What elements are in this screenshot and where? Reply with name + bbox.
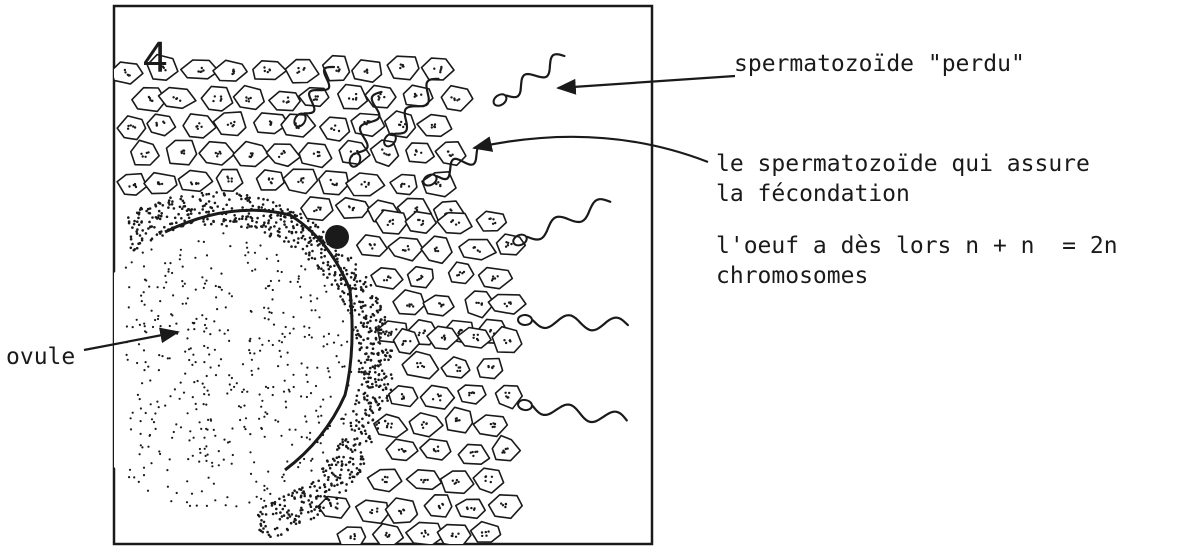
corona-cell bbox=[473, 415, 507, 436]
corona-cell bbox=[147, 114, 176, 136]
corona-cell bbox=[299, 143, 332, 168]
sperm-tail bbox=[507, 54, 565, 97]
corona-cell bbox=[473, 468, 503, 493]
corona-cell bbox=[402, 352, 438, 379]
corona-cell bbox=[393, 290, 425, 315]
panel-number: 4 bbox=[143, 36, 167, 80]
fertilizing-sperm-arrow bbox=[474, 137, 708, 162]
corona-cell bbox=[441, 471, 474, 493]
lost-sperm-arrow bbox=[558, 76, 735, 88]
fertilizing-sperm-head bbox=[325, 225, 349, 249]
corona-cell bbox=[117, 116, 145, 140]
sperm-head bbox=[517, 399, 532, 411]
corona-cell bbox=[301, 197, 333, 220]
sperm-tail bbox=[527, 199, 610, 239]
corona-cell bbox=[408, 267, 434, 288]
corona-cell bbox=[422, 58, 455, 80]
corona-cell bbox=[266, 144, 300, 166]
corona-cell bbox=[449, 262, 474, 283]
ovum-label: ovule bbox=[6, 343, 75, 372]
corona-cell bbox=[338, 85, 368, 109]
corona-cell bbox=[346, 173, 385, 196]
sperm-tail bbox=[533, 315, 628, 330]
corona-cell bbox=[388, 238, 423, 261]
corona-cell bbox=[376, 210, 408, 234]
corona-cell bbox=[339, 141, 370, 165]
corona-cell bbox=[131, 140, 159, 165]
corona-cell bbox=[488, 295, 526, 315]
corona-cell bbox=[476, 211, 506, 231]
corona-cell bbox=[441, 357, 470, 378]
corona-cell bbox=[117, 174, 147, 195]
corona-cell bbox=[216, 169, 242, 191]
ovum bbox=[75, 210, 355, 510]
corona-cell bbox=[371, 268, 403, 289]
sperm-head bbox=[518, 315, 532, 326]
fertilizing-sperm-label-line1: le spermatozoïde qui assure bbox=[716, 150, 1090, 179]
corona-cell bbox=[201, 86, 232, 111]
egg-chromosomes-label-line1: l'oeuf a dès lors n + n = 2n bbox=[716, 232, 1118, 261]
lost-sperm-label: spermatozoïde "perdu" bbox=[734, 50, 1025, 79]
fertilizing-sperm-label-line2: la fécondation bbox=[716, 180, 910, 209]
corona-cell bbox=[285, 60, 319, 83]
corona-cell bbox=[181, 60, 219, 79]
egg-chromosomes-label-line2: chromosomes bbox=[716, 262, 868, 291]
corona-cell bbox=[368, 469, 402, 491]
corona-cell bbox=[420, 439, 451, 460]
corona-cell bbox=[357, 235, 387, 256]
sperm-tail bbox=[533, 405, 627, 422]
sperm-head bbox=[491, 92, 508, 108]
corona-cell bbox=[374, 414, 408, 437]
corona-cell bbox=[421, 236, 452, 263]
corona-cell bbox=[112, 62, 143, 84]
corona-cell bbox=[477, 359, 502, 379]
corona-cell bbox=[458, 385, 486, 404]
corona-cell bbox=[387, 56, 419, 79]
corona-cell bbox=[234, 86, 265, 110]
corona-cell bbox=[458, 444, 489, 464]
corona-cell bbox=[423, 295, 454, 316]
corona-cell bbox=[356, 500, 389, 523]
corona-cell bbox=[441, 86, 473, 111]
corona-cell bbox=[213, 112, 245, 136]
corona-cell bbox=[178, 170, 212, 191]
corona-cell bbox=[421, 385, 455, 409]
corona-cell bbox=[257, 170, 285, 190]
corona-cell bbox=[183, 114, 216, 138]
corona-cell bbox=[319, 171, 349, 195]
corona-cell bbox=[144, 173, 177, 194]
corona-cell bbox=[213, 60, 247, 81]
corona-cell bbox=[365, 85, 396, 107]
